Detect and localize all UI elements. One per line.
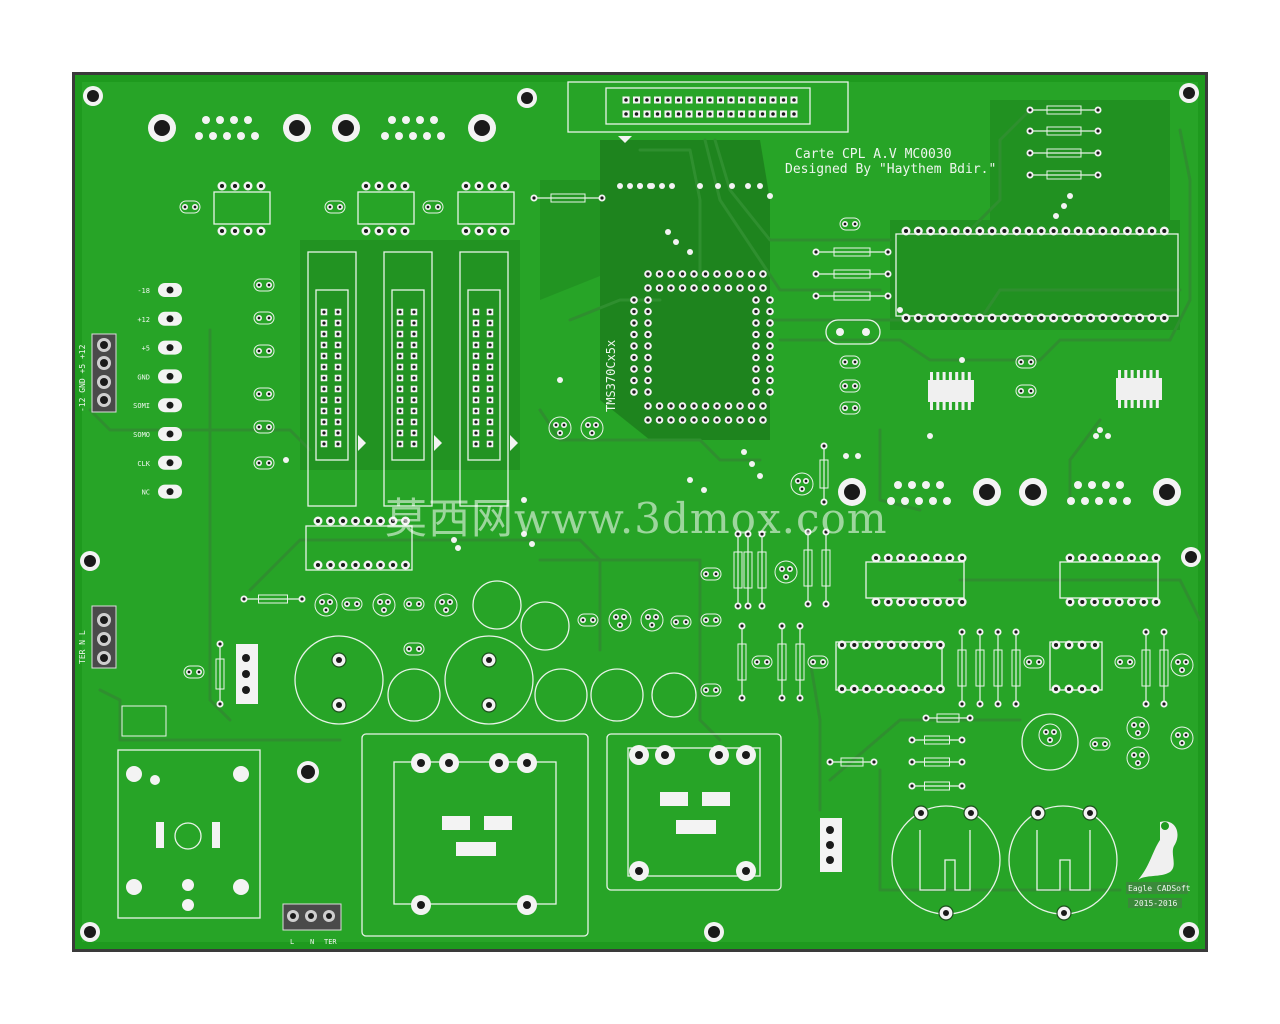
board-designer: Designed By "Haythem Bdir.": [785, 162, 996, 177]
mounting-holes: [80, 83, 1201, 942]
power-label: +5: [142, 345, 150, 353]
bottom-connector-label-ter: TER: [324, 938, 337, 946]
power-label: SOMO: [133, 431, 150, 439]
board-title: Carte CPL A.V MC0030: [795, 147, 952, 162]
power-pads: [158, 283, 182, 499]
dip8-ic-1: [213, 191, 271, 225]
crystal: [825, 319, 881, 345]
power-label: NC: [142, 489, 150, 497]
idc-connectors: [307, 251, 518, 507]
soic-chips: [928, 370, 1162, 410]
transformer-2: [606, 733, 782, 891]
dip8-ic-2: [357, 191, 415, 225]
copper-regions: [300, 100, 1180, 470]
watermark: 莫西网www.3dmox.com: [385, 494, 888, 543]
logo-years: 2015-2016: [1134, 899, 1178, 908]
power-label: -18: [137, 287, 150, 295]
electrolytic-caps: [294, 580, 1118, 921]
dip40-ic: [895, 233, 1179, 317]
header-row-mid: [305, 525, 413, 571]
mcu-label: TMS370Cx5x: [604, 340, 618, 412]
logo-text: Eagle CADSoft: [1128, 884, 1191, 893]
power-header: [236, 644, 842, 872]
relay: [117, 705, 261, 919]
eagle-logo-icon: [1126, 821, 1188, 908]
plcc-mcu-socket: [630, 270, 774, 424]
ribbon-header-top: [567, 81, 849, 143]
db9-connector-mid-right: [1067, 481, 1131, 505]
power-label: SOMI: [133, 402, 150, 410]
bottom-connector-label-l: L: [290, 938, 294, 946]
dip8-ic-3: [457, 191, 515, 225]
power-label: +12: [137, 316, 150, 324]
left-top-connector-label: -12 GND +5 +12: [78, 344, 87, 412]
db9-connector-top-right: [381, 116, 445, 140]
power-label: GND: [137, 373, 150, 381]
left-mid-connector-label: TER N L: [78, 630, 87, 664]
bottom-connector-label-n: N: [310, 938, 314, 946]
power-label: CLK: [137, 460, 150, 468]
db9-connector-mid-left: [887, 481, 951, 505]
db9-connector-top-left: [195, 116, 259, 140]
transformer-1: [361, 733, 589, 937]
terminal-block-left-top: [91, 333, 117, 413]
passive-components: [179, 105, 1194, 791]
terminal-block-bottom: [282, 903, 342, 931]
terminal-block-left-mid: [91, 605, 117, 669]
traces: [88, 108, 1202, 892]
